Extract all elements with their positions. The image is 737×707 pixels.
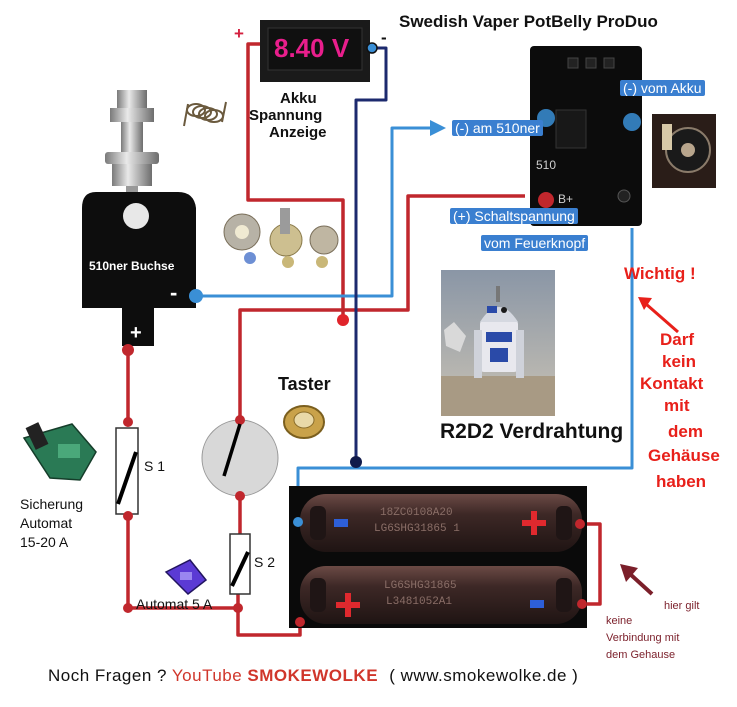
board-silk-bplus: B+: [558, 192, 574, 206]
push-button-image: [283, 405, 325, 439]
navy-wires: [354, 46, 388, 462]
voltmeter-display: [260, 20, 378, 82]
wire-bottom-plus: [236, 608, 302, 637]
switch-s2: [229, 533, 251, 595]
wire-battery-series: [578, 522, 602, 606]
wire-fuse-s2: [126, 516, 240, 610]
switch-s1: [115, 417, 139, 521]
warning-line-4: mit: [664, 396, 690, 415]
red-wires: [126, 42, 602, 637]
note-line-3: Verbindung mit: [606, 632, 680, 644]
switch-s1-label: S 1: [144, 458, 166, 474]
voltmeter-minus-label: -: [381, 28, 387, 47]
arrow-510-minus: [430, 120, 446, 136]
battery-pack: [289, 486, 587, 628]
wire-socket-minus: [196, 126, 432, 298]
warning-arrow: [638, 297, 679, 334]
voltmeter-caption-3: Anzeige: [269, 124, 327, 141]
battery-bottom-text-1: LG6SHG31865: [384, 580, 457, 592]
taster-switch: [201, 415, 279, 501]
voltmeter-caption-2: Spannung: [249, 107, 323, 124]
warning-line-5: dem: [668, 422, 703, 441]
junction-dots: [122, 314, 362, 613]
warning-line-3: Kontakt: [640, 374, 704, 393]
automat-label: Automat 5 A: [136, 596, 213, 612]
blade-fuse-image: [22, 422, 97, 481]
510-parts-image: [223, 208, 339, 268]
note-arrow: [620, 564, 654, 596]
510-socket: [82, 192, 203, 346]
footer-url[interactable]: ( www.smokewolke.de ): [389, 666, 579, 685]
battery-terminals: [293, 517, 587, 627]
voltmeter-caption-1: Akku: [280, 90, 317, 107]
battery-top-text-2: LG6SHG31865 1: [374, 523, 460, 535]
potentiometer-photo: [652, 114, 716, 188]
atomizer-image: [105, 90, 159, 196]
r2d2-label: R2D2 Verdrahtung: [440, 420, 624, 443]
board-label-plus-switch-2: vom Feuerknopf: [481, 235, 589, 251]
warning-line-1: Darf: [660, 330, 695, 349]
note-line-1: hier gilt: [664, 600, 700, 612]
battery-top-text-1: 18ZC0108A20: [380, 507, 453, 519]
warning-title: Wichtig !: [624, 264, 696, 283]
socket-label: 510ner Buchse: [89, 259, 175, 273]
wire-voltmeter-minus: [354, 46, 388, 462]
footer-youtube: YouTube: [171, 666, 243, 685]
note-line-2: keine: [606, 615, 633, 627]
fuse-label-1: Sicherung: [20, 496, 84, 512]
warning-line-6: Gehäuse: [648, 446, 720, 465]
fuse-label-2: Automat: [20, 515, 73, 531]
socket-plus-label: +: [130, 322, 142, 344]
small-fuse-image: [164, 559, 208, 595]
board-label-minus-battery: (-) vom Akku: [620, 80, 705, 96]
voltmeter-plus-label: +: [234, 24, 244, 43]
footer-prefix: Noch Fragen ?: [48, 666, 167, 685]
board-silk-510: 510: [536, 158, 557, 172]
warning-line-2: kein: [662, 352, 697, 371]
diagram-title: Swedish Vaper PotBelly ProDuo: [399, 12, 658, 31]
fuse-label-3: 15-20 A: [20, 534, 69, 550]
taster-label: Taster: [278, 374, 331, 394]
socket-minus-label: -: [170, 280, 178, 305]
board-label-minus-510: (-) am 510ner: [452, 120, 543, 136]
note-line-4: dem Gehause: [606, 649, 676, 661]
warning-line-7: haben: [656, 472, 707, 491]
board-label-plus-switch-1: (+) Schaltspannung: [450, 208, 578, 224]
voltmeter-reading: 8.40 V: [274, 33, 350, 63]
footer-channel: SMOKEWOLKE: [247, 666, 379, 685]
footer: Noch Fragen ? YouTube SMOKEWOLKE ( www.s…: [48, 666, 578, 686]
wire-switch-feed: [238, 194, 525, 420]
battery-plus-signs: [336, 511, 546, 617]
control-board-image: [530, 46, 642, 226]
coil-image: [183, 101, 227, 127]
switch-s2-label: S 2: [254, 554, 276, 570]
battery-bottom-text-2: L3481052A1: [386, 596, 453, 608]
r2d2-photo: [441, 270, 555, 416]
wire-voltmeter-plus: [246, 42, 345, 320]
